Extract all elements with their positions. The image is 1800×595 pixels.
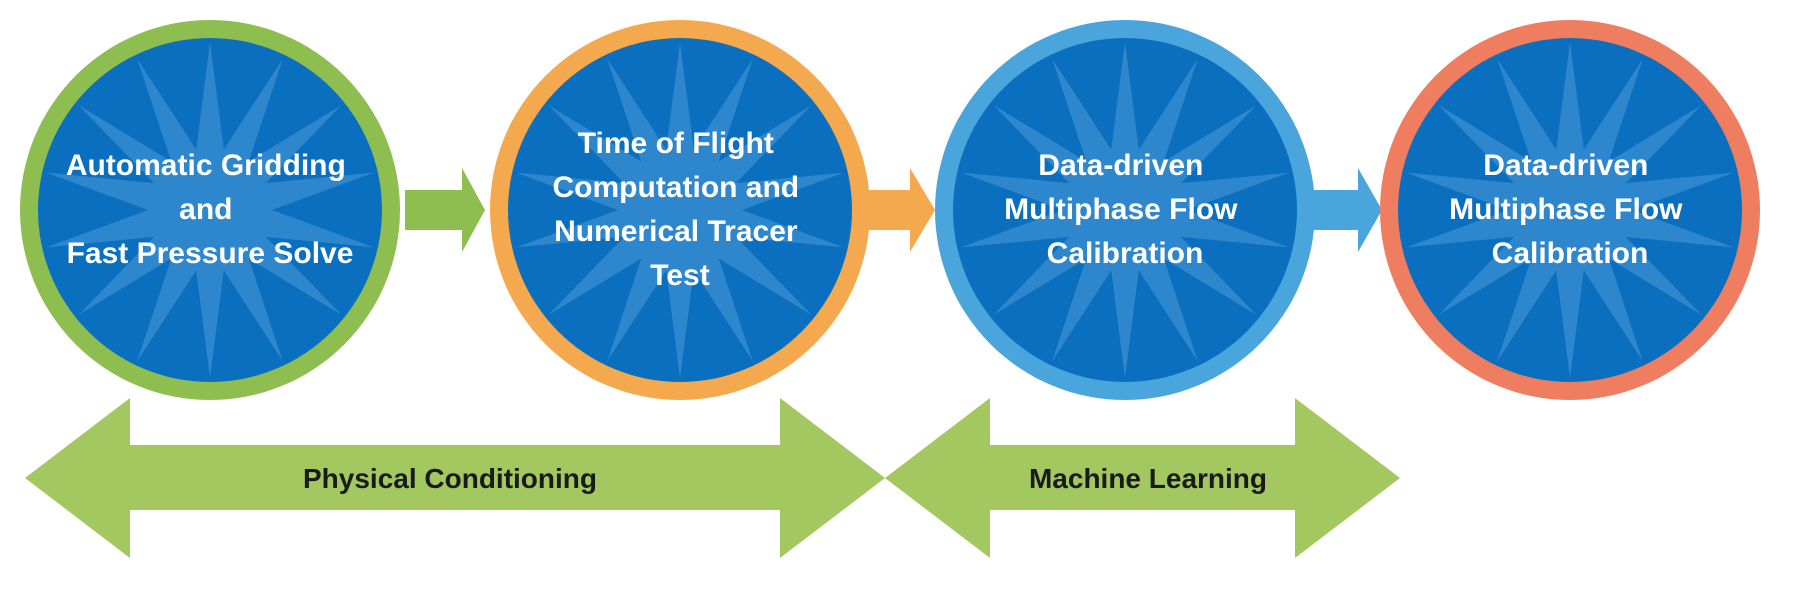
stage-4-line-1: Data-driven (1483, 149, 1648, 182)
stage-3-line-2: Multiphase Flow (1004, 193, 1238, 226)
stage-2-line-1: Time of Flight (578, 127, 774, 160)
stage-4-line-3: Calibration (1492, 237, 1649, 270)
stage-2-line-2: Computation and (553, 171, 800, 204)
stage-3-label: Data-driven Multiphase Flow Calibration (1004, 149, 1246, 270)
physical-conditioning-band (25, 398, 885, 558)
starburst-icon (516, 42, 844, 378)
stage-2-circle: Time of Flight Computation and Numerical… (490, 20, 870, 400)
stage-2-label: Time of Flight Computation and Numerical… (553, 127, 808, 292)
starburst-icon (1406, 42, 1734, 378)
stage-1-line-2: and (179, 193, 232, 226)
connector-arrow-2 (860, 168, 935, 252)
connector-arrow-1 (405, 168, 485, 252)
stage-3-circle: Data-driven Multiphase Flow Calibration (935, 20, 1315, 400)
stage-3-line-1: Data-driven (1038, 149, 1203, 182)
machine-learning-label: Machine Learning (1029, 463, 1267, 494)
physical-conditioning-label: Physical Conditioning (303, 463, 597, 494)
machine-learning-band (885, 398, 1400, 558)
stage-2-line-3: Numerical Tracer (554, 215, 798, 248)
starburst-icon (46, 42, 374, 378)
stage-1-line-1: Automatic Gridding (66, 149, 346, 182)
stage-1-label: Automatic Gridding and Fast Pressure Sol… (66, 149, 354, 270)
stage-1-circle: Automatic Gridding and Fast Pressure Sol… (20, 20, 400, 400)
stage-3-line-3: Calibration (1047, 237, 1204, 270)
stage-4-label: Data-driven Multiphase Flow Calibration (1449, 149, 1691, 270)
stage-1-line-3: Fast Pressure Solve (67, 237, 354, 270)
stage-2-line-4: Test (650, 259, 709, 292)
stage-4-line-2: Multiphase Flow (1449, 193, 1683, 226)
starburst-icon (961, 42, 1289, 378)
connector-arrow-3 (1310, 168, 1382, 252)
stage-4-circle: Data-driven Multiphase Flow Calibration (1380, 20, 1760, 400)
